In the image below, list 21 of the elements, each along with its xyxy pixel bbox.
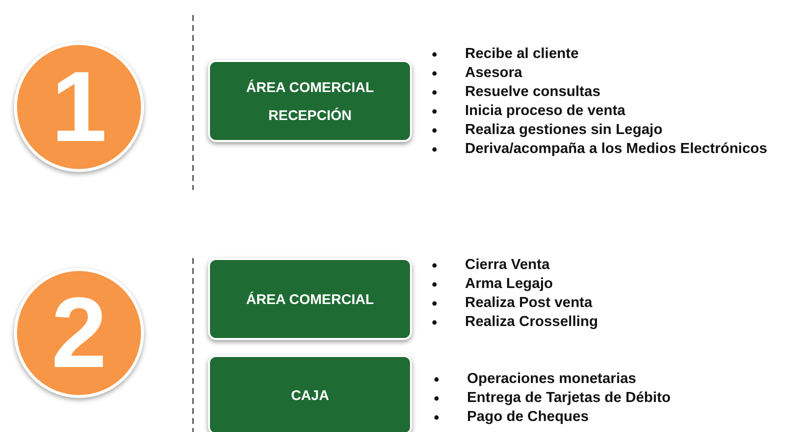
area-label: CAJA xyxy=(290,386,330,405)
bullet-item: Asesora xyxy=(465,64,768,83)
step-number: 2 xyxy=(51,283,107,383)
bullet-item: Recibe al cliente xyxy=(465,45,768,64)
bullet-item: Realiza gestiones sin Legajo xyxy=(465,121,768,140)
bullet-item: Entrega de Tarjetas de Débito xyxy=(467,389,671,408)
bullet-item: Inicia proceso de venta xyxy=(465,102,768,121)
area-label: ÁREA COMERCIAL xyxy=(246,290,374,309)
bullet-item: Resuelve consultas xyxy=(465,83,768,102)
area-box xyxy=(208,60,412,142)
area-label: ÁREA COMERCIAL RECEPCIÓN xyxy=(245,78,375,125)
area-box xyxy=(208,355,412,432)
bullet-item: Realiza Post venta xyxy=(465,294,598,313)
bullet-item: Operaciones monetarias xyxy=(467,370,671,389)
bullet-item: Arma Legajo xyxy=(465,275,598,294)
bullet-item: Deriva/acompaña a los Medios Electrónicos xyxy=(465,140,768,159)
bullet-item: Realiza Crosselling xyxy=(465,313,598,332)
step-number: 1 xyxy=(51,57,107,157)
bullet-item: Cierra Venta xyxy=(465,256,598,275)
area-box xyxy=(208,258,412,340)
bullet-item: Pago de Cheques xyxy=(467,408,671,427)
